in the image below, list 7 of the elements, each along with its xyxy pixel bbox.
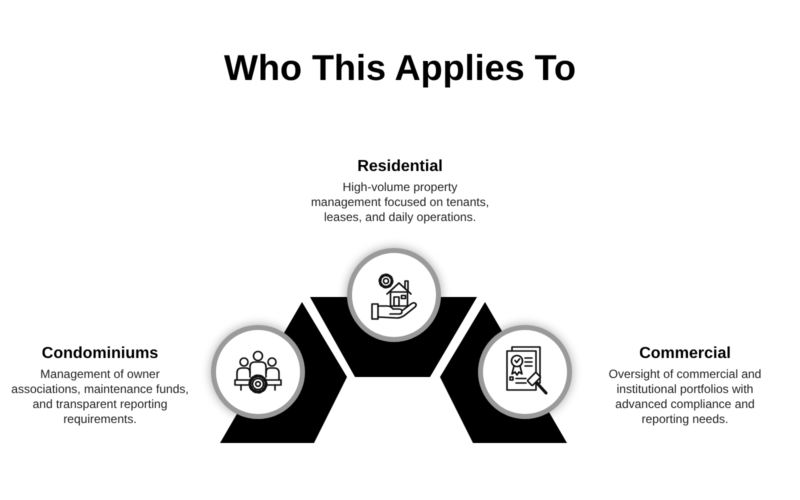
- section-heading: Commercial: [639, 344, 731, 364]
- description: High-volume property management focused on tenants, leases, and daily operations.: [310, 180, 490, 225]
- section-heading: Condominiums: [42, 344, 158, 364]
- section-heading: Residential: [357, 157, 443, 177]
- description: Oversight of commercial and institutional portfolios with advanced compliance and reporting needs.: [608, 367, 762, 427]
- description: Management of owner associations, maintenance funds, and transparent reporting requirements.: [10, 367, 190, 427]
- title: Who This Applies To: [224, 47, 576, 89]
